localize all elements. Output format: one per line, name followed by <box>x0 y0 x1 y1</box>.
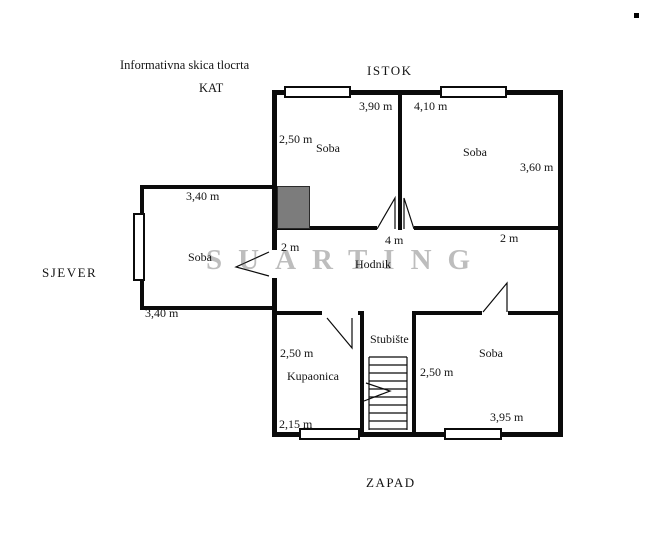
staircase <box>363 356 408 430</box>
window <box>299 428 360 440</box>
floor-label: KAT <box>199 81 224 95</box>
wall <box>360 311 364 437</box>
window <box>444 428 502 440</box>
wall <box>412 311 482 315</box>
dim-soba-left-width-bottom: 3,40 m <box>145 306 179 320</box>
room-label-soba-right: Soba <box>479 346 503 360</box>
dim-hodnik-right: 2 m <box>500 231 519 245</box>
dim-soba-top-left-width: 3,90 m <box>359 99 393 113</box>
watermark: SUARTING <box>206 244 487 276</box>
room-label-soba-top-left: Soba <box>316 141 340 155</box>
dim-soba-top-right-height: 3,60 m <box>520 160 554 174</box>
compass-west-label: ZAPAD <box>366 475 416 490</box>
wall <box>272 90 277 250</box>
wall <box>398 90 402 230</box>
door-swing-kupaonica <box>326 317 353 350</box>
wall <box>272 278 277 437</box>
dim-kupaonica-height: 2,50 m <box>280 346 314 360</box>
dim-soba-left-width-top: 3,40 m <box>186 189 220 203</box>
dim-soba-top-right-width: 4,10 m <box>414 99 448 113</box>
compass-north-label: SJEVER <box>42 265 98 280</box>
dim-soba-top-left-height: 2,50 m <box>279 132 313 146</box>
window <box>440 86 507 98</box>
room-label-soba-top-right: Soba <box>463 145 487 159</box>
wall <box>558 90 563 437</box>
window <box>133 213 145 281</box>
sketch-title: Informativna skica tlocrta <box>120 58 250 72</box>
wall <box>272 90 563 95</box>
room-label-hodnik: Hodnik <box>355 257 391 271</box>
room-label-soba-left: Soba <box>188 250 212 264</box>
window <box>284 86 351 98</box>
wall <box>272 226 377 230</box>
stair-break-line <box>363 382 392 402</box>
stray-dot <box>634 13 639 18</box>
wall <box>414 226 563 230</box>
door-swing-soba-left <box>234 251 270 277</box>
compass-east-label: ISTOK <box>367 63 413 78</box>
room-label-kupaonica: Kupaonica <box>287 369 339 383</box>
door-swing-soba-right <box>482 281 508 313</box>
dim-soba-right-height: 2,50 m <box>420 365 454 379</box>
door-swing-soba-top-left <box>376 195 396 230</box>
wall <box>272 311 322 315</box>
wall <box>272 432 563 437</box>
wall <box>508 311 563 315</box>
room-label-stubiste: Stubište <box>370 332 409 346</box>
wall <box>140 185 277 189</box>
wall <box>412 311 416 437</box>
chimney-block <box>277 186 310 229</box>
dim-soba-right-width: 3,95 m <box>490 410 524 424</box>
dim-hodnik-center: 4 m <box>385 233 404 247</box>
door-swing-soba-top-right <box>403 197 415 230</box>
dim-hodnik-left: 2 m <box>281 240 300 254</box>
wall <box>140 306 277 310</box>
dim-kupaonica-width: 2,15 m <box>279 417 313 431</box>
